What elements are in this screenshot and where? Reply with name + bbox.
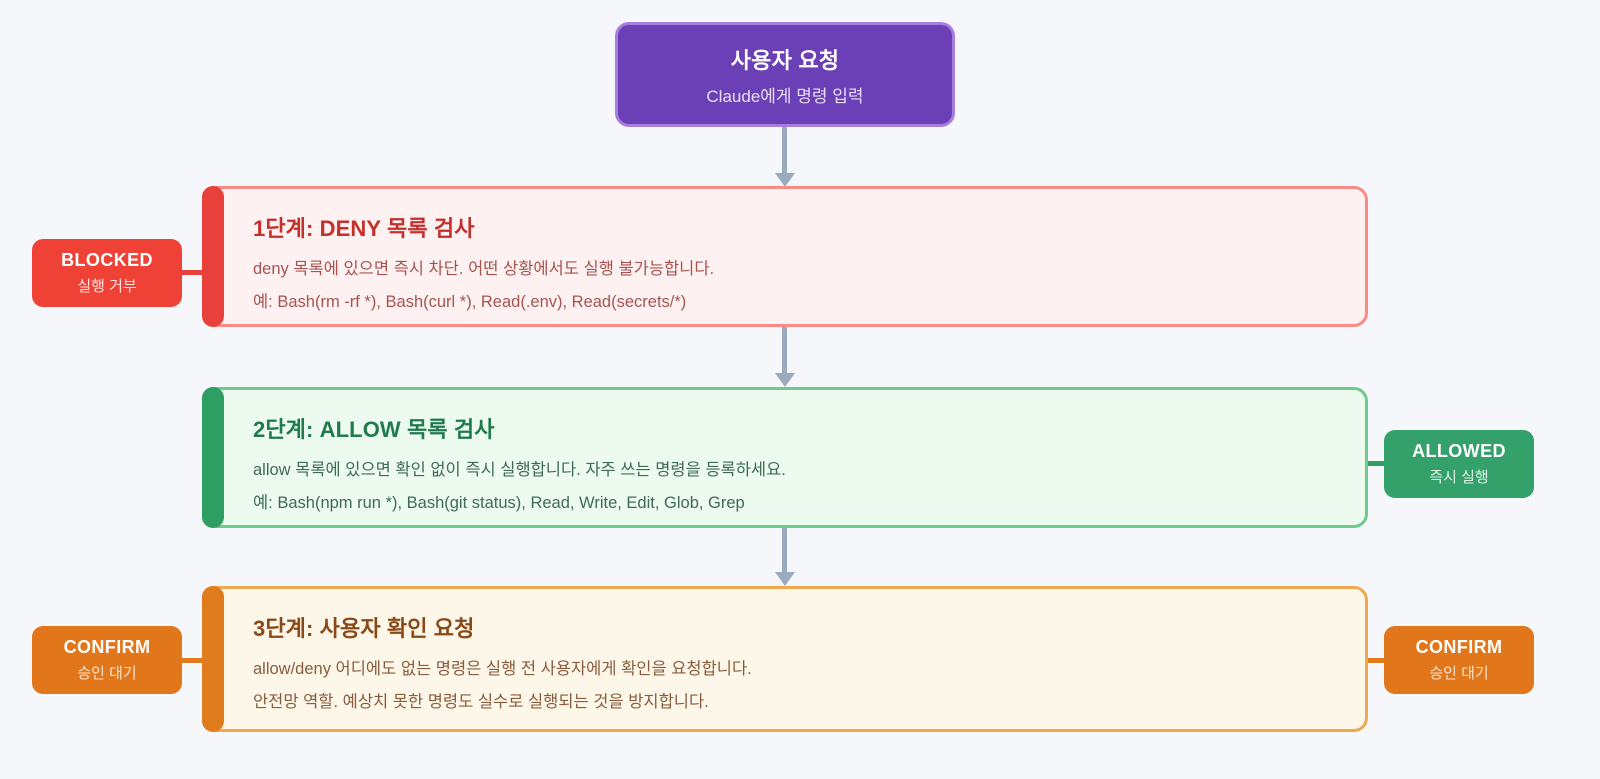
step-3-title: 3단계: 사용자 확인 요청	[253, 616, 475, 641]
node-user-request-subtitle: Claude에게 명령 입력	[706, 86, 864, 106]
connector-step3-to-confirm-left	[169, 650, 202, 671]
step-2-title: 2단계: ALLOW 목록 검사	[253, 417, 495, 442]
step-2-examples: 예: Bash(npm run *), Bash(git status), Re…	[253, 493, 745, 512]
node-step-2-allow[interactable]: 2단계: ALLOW 목록 검사 allow 목록에 있으면 확인 없이 즉시 …	[202, 387, 1368, 528]
badge-allowed-subtitle: 즉시 실행	[1429, 469, 1489, 486]
step-2-accent-bar	[202, 387, 224, 528]
node-step-3-confirm[interactable]: 3단계: 사용자 확인 요청 allow/deny 어디에도 없는 명령은 실행…	[202, 586, 1368, 732]
badge-blocked-subtitle: 실행 거부	[77, 278, 137, 295]
step-1-content: 1단계: DENY 목록 검사 deny 목록에 있으면 즉시 차단. 어떤 상…	[205, 189, 1365, 337]
badge-confirm-right[interactable]: CONFIRM 승인 대기	[1384, 626, 1534, 694]
arrow-down-icon	[774, 572, 795, 586]
badge-blocked-title: BLOCKED	[61, 250, 153, 270]
node-user-request-title: 사용자 요청	[730, 47, 840, 73]
node-step-1-deny[interactable]: 1단계: DENY 목록 검사 deny 목록에 있으면 즉시 차단. 어떤 상…	[202, 186, 1368, 327]
connector-step1-to-step2	[774, 327, 795, 387]
badge-confirm-left[interactable]: CONFIRM 승인 대기	[32, 626, 182, 694]
step-1-description: deny 목록에 있으면 즉시 차단. 어떤 상황에서도 실행 불가능합니다.	[253, 260, 715, 278]
badge-allowed[interactable]: ALLOWED 즉시 실행	[1384, 430, 1534, 498]
badge-blocked[interactable]: BLOCKED 실행 거부	[32, 239, 182, 307]
node-user-request[interactable]: 사용자 요청 Claude에게 명령 입력	[615, 22, 955, 127]
step-1-accent-bar	[202, 186, 224, 327]
step-2-content: 2단계: ALLOW 목록 검사 allow 목록에 있으면 확인 없이 즉시 …	[205, 390, 1365, 538]
badge-confirm-left-title: CONFIRM	[63, 637, 151, 657]
connector-root-to-step1	[774, 127, 795, 187]
step-1-examples: 예: Bash(rm -rf *), Bash(curl *), Read(.e…	[253, 292, 687, 311]
step-3-note: 안전망 역할. 예상치 못한 명령도 실수로 실행되는 것을 방지합니다.	[253, 692, 709, 711]
arrow-down-icon	[774, 173, 795, 187]
badge-confirm-right-title: CONFIRM	[1415, 637, 1503, 657]
connector-step1-to-blocked	[169, 262, 202, 283]
step-1-title: 1단계: DENY 목록 검사	[253, 216, 475, 241]
step-3-description: allow/deny 어디에도 없는 명령은 실행 전 사용자에게 확인을 요청…	[253, 660, 752, 678]
step-2-description: allow 목록에 있으면 확인 없이 즉시 실행합니다. 자주 쓰는 명령을 …	[253, 461, 786, 479]
arrow-down-icon	[774, 373, 795, 387]
badge-confirm-left-subtitle: 승인 대기	[77, 665, 137, 682]
connector-step2-to-step3	[774, 528, 795, 586]
step-3-content: 3단계: 사용자 확인 요청 allow/deny 어디에도 없는 명령은 실행…	[205, 589, 1365, 737]
badge-confirm-right-subtitle: 승인 대기	[1429, 665, 1489, 682]
badge-allowed-title: ALLOWED	[1412, 441, 1506, 461]
step-3-accent-bar	[202, 586, 224, 732]
